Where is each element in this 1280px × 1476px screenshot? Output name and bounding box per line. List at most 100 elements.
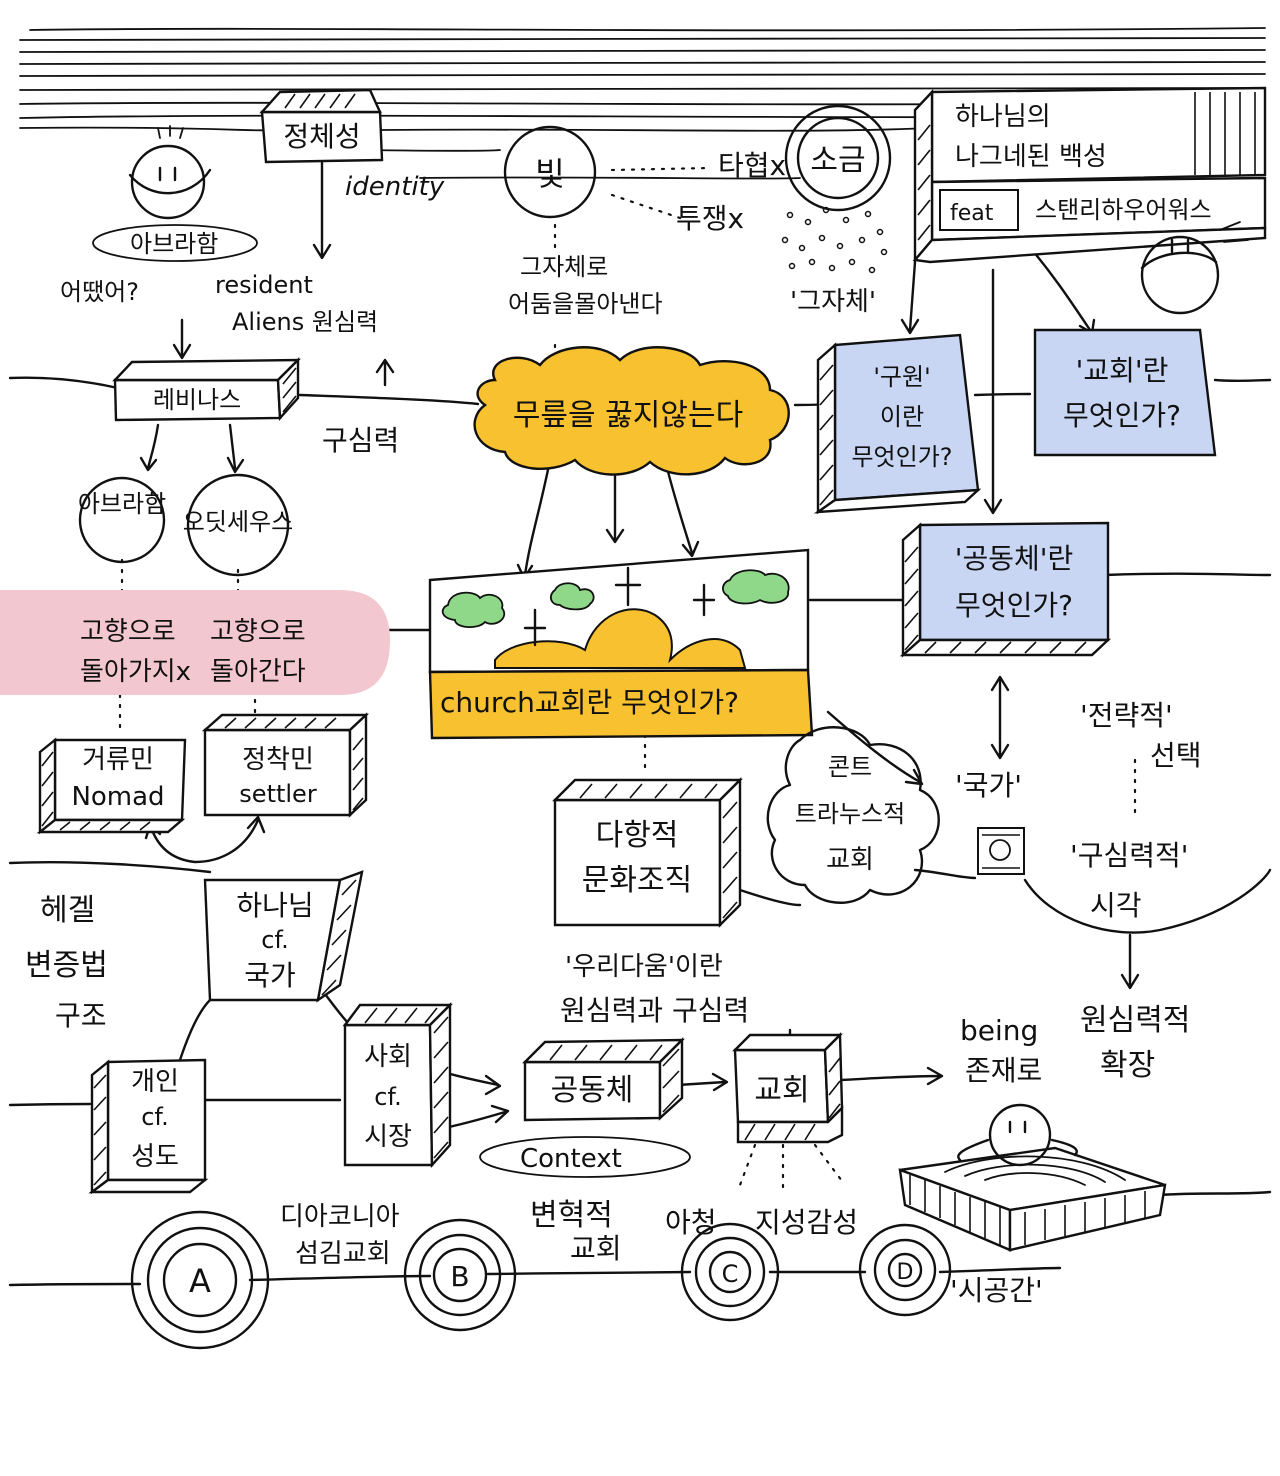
settler-kr-label: 정착민 [242, 745, 314, 775]
nomad-box: 거류민 Nomad [36, 737, 187, 835]
strategic-line2: 선택 [1150, 739, 1202, 772]
hegel-line3: 구조 [55, 999, 107, 1032]
circle-a: A [130, 1210, 270, 1350]
settler-en-label: settler [239, 780, 317, 808]
multicultural-line2: 문화조직 [582, 863, 692, 898]
hegel-line2: 변증법 [25, 948, 108, 983]
nomad-en-label: Nomad [71, 782, 164, 812]
circle-a-label: A [189, 1262, 211, 1300]
transform-line1: 변혁적 [530, 1198, 613, 1233]
multicultural-line1: 다항적 [596, 818, 679, 853]
god-nation-line2: cf. [261, 926, 289, 954]
yellow-cloud: 무릎을 꿇지않는다 [473, 346, 790, 476]
home-not-line2: 돌아가지x [80, 657, 191, 687]
transform-line2: 교회 [570, 1232, 622, 1265]
society-line2: cf. [374, 1083, 402, 1111]
nation-icon [977, 827, 1025, 875]
home-go-line2: 돌아간다 [210, 657, 306, 687]
salvation-line3: 무엇인가? [851, 443, 952, 471]
community-what-line2: 무엇인가? [955, 589, 1073, 622]
feat-label: feat [950, 201, 994, 226]
youth-label: 아청 [665, 1206, 717, 1239]
diakonia-line1: 디아코니아 [280, 1202, 400, 1232]
being-line1: being [960, 1014, 1038, 1047]
abraham-question-ellipse [92, 224, 258, 262]
home-go-line1: 고향으로 [210, 617, 306, 647]
centrifugal-line1: 원심력적 [1080, 1003, 1190, 1038]
nation-label: '국가' [955, 769, 1022, 802]
church-label: 교회 [754, 1073, 809, 1108]
odysseus-circle: 오딧세우스 [183, 473, 293, 577]
light-itself-label: 그자체로 [520, 253, 608, 281]
pink-home-panel: 고향으로 돌아가지x 고향으로 돌아간다 [0, 590, 390, 695]
face-icon-right [1140, 221, 1249, 315]
salvation-line1: '구원' [873, 363, 930, 391]
centripetal-view-line2: 시각 [1090, 889, 1142, 922]
resident-aliens-label: Aliens 원심력 [232, 308, 378, 336]
society-box: 사회 cf. 시장 [342, 1002, 453, 1169]
drive-dark-label: 어둠을몰아낸다 [508, 290, 663, 318]
nomad-kr-label: 거류민 [82, 745, 154, 775]
salvation-line2: 이란 [880, 403, 924, 431]
identity-label: 정체성 [283, 120, 360, 153]
ourness-line2: 원심력과 구심력 [560, 994, 749, 1027]
church-what-line2: 무엇인가? [1063, 399, 1181, 432]
home-not-line1: 고향으로 [80, 617, 176, 647]
circle-c: C [680, 1222, 780, 1322]
centrifugal-line2: 확장 [1100, 1048, 1155, 1083]
abraham-line1: 아브라함 [78, 490, 166, 518]
hegel-line1: 헤겔 [40, 893, 95, 928]
church-question-box: '교회'란 무엇인가? [1033, 328, 1217, 457]
diakonia-line2: 섬김교회 [295, 1239, 391, 1269]
salt-dots [781, 206, 888, 274]
individual-line3: 성도 [131, 1142, 179, 1172]
abraham-question-label: 아브라함 [130, 230, 218, 258]
contra-cloud: 콘트 트라누스적 교회 [766, 726, 940, 904]
community-box: 공동체 [522, 1037, 685, 1122]
resident-aliens-book: 하나님의 나그네된 백성 feat 스탠리하우어워스 [912, 86, 1267, 264]
resident-label: resident [215, 271, 313, 299]
odysseus-label: 오딧세우스 [183, 508, 293, 536]
circle-d: D [858, 1223, 952, 1317]
context-ellipse [479, 1136, 691, 1178]
circle-b-label: B [450, 1260, 469, 1293]
church-what-line1: '교회'란 [1076, 354, 1169, 387]
connector-lines [8, 376, 1272, 1287]
centripetal-label: 구심력 [322, 424, 399, 457]
circle-c-label: C [722, 1260, 739, 1288]
individual-box: 개인 cf. 성도 [88, 1058, 209, 1195]
god-nation-box: 하나님 cf. 국가 [203, 870, 364, 1003]
levinas-label: 레비나스 [153, 386, 241, 414]
church-question-label: church교회란 무엇인가? [440, 686, 739, 719]
community-question-box: '공동체'란 무엇인가? [899, 521, 1112, 658]
light-circle: 빛 [503, 125, 597, 219]
circle-d-label: D [897, 1260, 914, 1285]
identity-box: 정체성 [259, 88, 384, 164]
light-label: 빛 [535, 155, 564, 193]
context-label: Context [520, 1144, 622, 1174]
circle-b: B [403, 1218, 517, 1332]
individual-line2: cf. [141, 1103, 169, 1131]
salvation-box: '구원' 이란 무엇인가? [813, 333, 982, 515]
contra-line2: 트라누스적 [795, 800, 905, 828]
spacetime-label: '시공간' [950, 1274, 1043, 1307]
cloud-label: 무릎을 꿇지않는다 [513, 398, 743, 433]
itself-salt-label: '그자체' [790, 287, 876, 317]
contra-line3: 교회 [826, 845, 874, 875]
community-what-line1: '공동체'란 [955, 542, 1073, 575]
church-box: 교회 [732, 1032, 844, 1144]
salt-circle: 소금 [784, 104, 892, 212]
ourness-line1: '우리다움'이란 [565, 952, 723, 982]
multicultural-box: 다항적 문화조직 [552, 777, 743, 928]
salt-label: 소금 [810, 143, 865, 178]
being-platform [898, 1103, 1167, 1252]
god-nation-line3: 국가 [244, 959, 296, 992]
centripetal-view-line1: '구심력적' [1070, 839, 1188, 872]
how-question-label: 어땠어? [60, 278, 139, 306]
god-nation-line1: 하나님 [236, 889, 313, 922]
god-pilgrim-line1: 하나님의 [955, 102, 1051, 132]
church-picture-panel: church교회란 무엇인가? [428, 548, 814, 740]
smiley-face-icon [128, 125, 212, 220]
contra-line1: 콘트 [828, 753, 872, 781]
